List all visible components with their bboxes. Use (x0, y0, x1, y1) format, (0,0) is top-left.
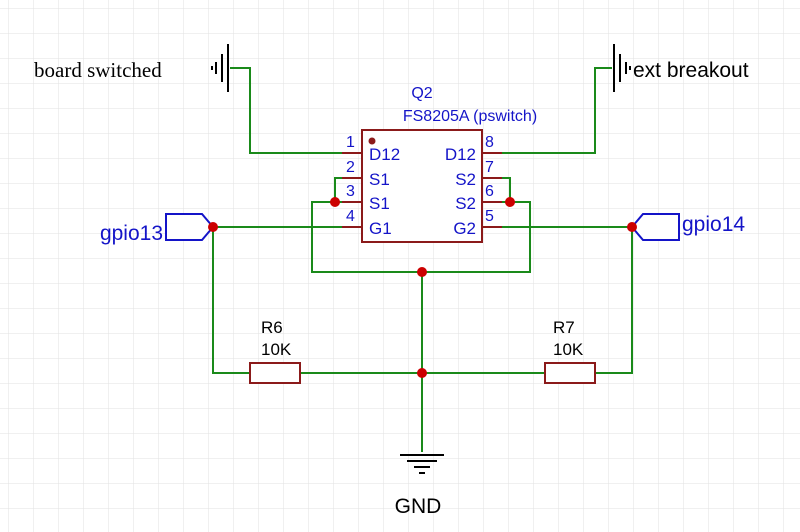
pin-number: 6 (485, 183, 494, 200)
ic-pin-stubs (342, 152, 502, 228)
pin-name: G2 (453, 219, 476, 238)
pin-name: D12 (369, 145, 400, 164)
resistor-r6[interactable]: R6 10K (249, 318, 301, 384)
pin-number: 1 (346, 134, 355, 151)
pin-name: S2 (455, 194, 476, 213)
ic-pin-numbers: 1 2 3 4 5 6 7 8 (346, 134, 494, 225)
port-gpio14-label: gpio14 (682, 213, 745, 236)
gnd-label: GND (395, 495, 442, 518)
pin-number: 4 (346, 208, 355, 225)
resistor-r6-body[interactable] (249, 362, 301, 384)
power-flag-ext-breakout[interactable] (613, 44, 631, 92)
pin1-indicator (368, 137, 376, 145)
resistor-r6-value: 10K (261, 340, 292, 359)
pin-name: S1 (369, 194, 390, 213)
junctions (208, 197, 637, 378)
pin-number: 7 (485, 159, 494, 176)
port-gpio13-label: gpio13 (100, 222, 163, 245)
pin-number: 2 (346, 159, 355, 176)
pin-name: S1 (369, 170, 390, 189)
resistor-r7-body[interactable] (544, 362, 596, 384)
port-gpio13[interactable]: gpio13 (100, 213, 215, 245)
ic-value: FS8205A (pswitch) (403, 108, 537, 125)
pin-number: 5 (485, 208, 494, 225)
pin-name: G1 (369, 219, 392, 238)
junction-dot (330, 197, 340, 207)
ic-body[interactable] (361, 129, 483, 243)
resistor-r6-designator: R6 (261, 318, 283, 337)
pin-name: D12 (445, 145, 476, 164)
net-label-board-switched: board switched (34, 58, 162, 82)
junction-dot (417, 368, 427, 378)
wire-board-switched[interactable] (230, 67, 352, 154)
wire-ext-breakout[interactable] (492, 67, 612, 154)
wire-r6[interactable] (212, 227, 250, 374)
port-gpio14-shape[interactable] (630, 213, 680, 241)
ic-designator: Q2 (411, 85, 432, 102)
resistor-r7-value: 10K (553, 340, 584, 359)
port-gpio13-shape[interactable] (165, 213, 215, 241)
junction-dot (627, 222, 637, 232)
power-flag-board-switched[interactable] (211, 44, 229, 92)
pin-number: 3 (346, 183, 355, 200)
junction-dot (505, 197, 515, 207)
port-gpio14[interactable]: gpio14 (630, 213, 745, 241)
wire-r7[interactable] (595, 227, 633, 374)
junction-dot (417, 267, 427, 277)
pin-name: S2 (455, 170, 476, 189)
resistor-r7[interactable]: R7 10K (544, 318, 596, 384)
resistor-r7-designator: R7 (553, 318, 575, 337)
ic-q2[interactable]: Q2 FS8205A (pswitch) 1 2 3 4 5 6 7 8 D12… (342, 85, 537, 243)
net-label-ext-breakout: ext breakout (633, 59, 749, 82)
ic-pin-names: D12 S1 S1 G1 G2 S2 S2 D12 (369, 145, 476, 238)
pin-number: 8 (485, 134, 494, 151)
junction-dot (208, 222, 218, 232)
gnd-symbol[interactable] (400, 454, 444, 474)
